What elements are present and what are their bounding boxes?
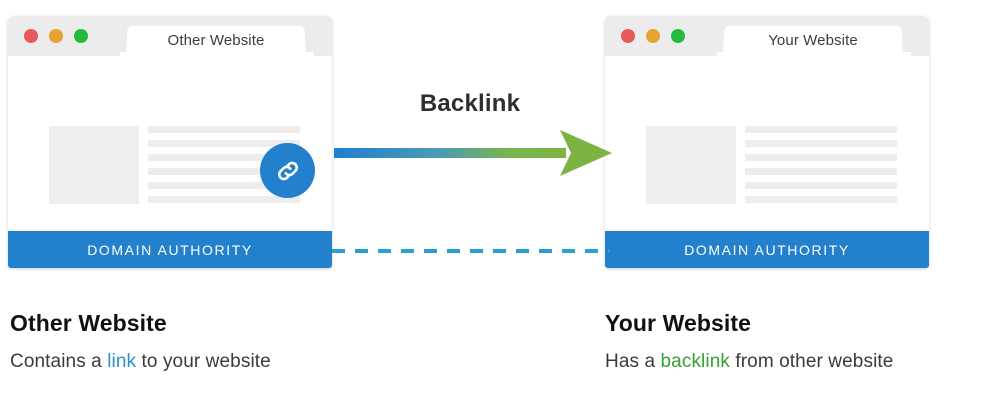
domain-authority-label: DOMAIN AUTHORITY [684, 241, 850, 258]
image-placeholder [646, 126, 736, 204]
text-line [745, 154, 897, 161]
text-line [148, 196, 300, 203]
text-line [745, 182, 897, 189]
text-placeholder-lines [148, 126, 300, 203]
tab-corner-right [901, 52, 911, 58]
browser-tab-title: Your Website [768, 32, 858, 49]
tab-corner-right [304, 52, 314, 58]
domain-authority-label: DOMAIN AUTHORITY [87, 241, 253, 258]
titlebar [605, 16, 929, 56]
caption-other-website: Other Website Contains a link to your we… [10, 310, 271, 373]
window-controls[interactable] [621, 29, 685, 43]
caption-text-before: Contains a [10, 351, 108, 372]
caption-title: Your Website [605, 310, 752, 336]
tab-corner-left [717, 52, 727, 58]
text-line [148, 140, 300, 147]
browser-window-your-website[interactable]: Your Website DOMAIN AUTHORITY [605, 16, 929, 268]
caption-text-before: Has a [605, 351, 661, 372]
text-line [148, 154, 300, 161]
text-line [745, 140, 897, 147]
caption-title: Other Website [10, 310, 167, 336]
caption-your-website: Your Website Has a backlink from other w… [605, 310, 893, 373]
domain-authority-bar: DOMAIN AUTHORITY [8, 231, 332, 268]
maximize-button-dot[interactable] [74, 29, 88, 43]
caption-text-after: from other website [729, 351, 894, 372]
domain-authority-dashed-connector [332, 249, 610, 253]
caption-highlight-link[interactable]: link [107, 351, 137, 372]
page-content [605, 56, 929, 231]
caption-text-after: to your website [136, 351, 271, 372]
close-button-dot[interactable] [24, 29, 38, 43]
minimize-button-dot[interactable] [49, 29, 63, 43]
caption-text: Has a backlink from other website [605, 351, 893, 373]
window-controls[interactable] [24, 29, 88, 43]
tab-corner-left [120, 52, 130, 58]
maximize-button-dot[interactable] [671, 29, 685, 43]
text-line [148, 168, 300, 175]
text-line [148, 126, 300, 133]
browser-tab-title: Other Website [167, 32, 265, 49]
backlink-label: Backlink [419, 90, 521, 117]
text-line [148, 182, 300, 189]
domain-authority-bar: DOMAIN AUTHORITY [605, 231, 929, 268]
caption-text: Contains a link to your website [10, 351, 271, 373]
titlebar [8, 16, 332, 56]
text-placeholder-lines [745, 126, 897, 203]
text-line [745, 168, 897, 175]
text-line [745, 126, 897, 133]
minimize-button-dot[interactable] [646, 29, 660, 43]
caption-highlight-backlink[interactable]: backlink [660, 351, 730, 372]
image-placeholder [49, 126, 139, 204]
browser-window-other-website[interactable]: Other Website DOMAIN AUTHORITY [8, 16, 332, 268]
right-arrow-icon [334, 130, 612, 176]
close-button-dot[interactable] [621, 29, 635, 43]
text-line [745, 196, 897, 203]
link-badge[interactable] [260, 143, 315, 198]
chain-link-icon [273, 156, 303, 186]
